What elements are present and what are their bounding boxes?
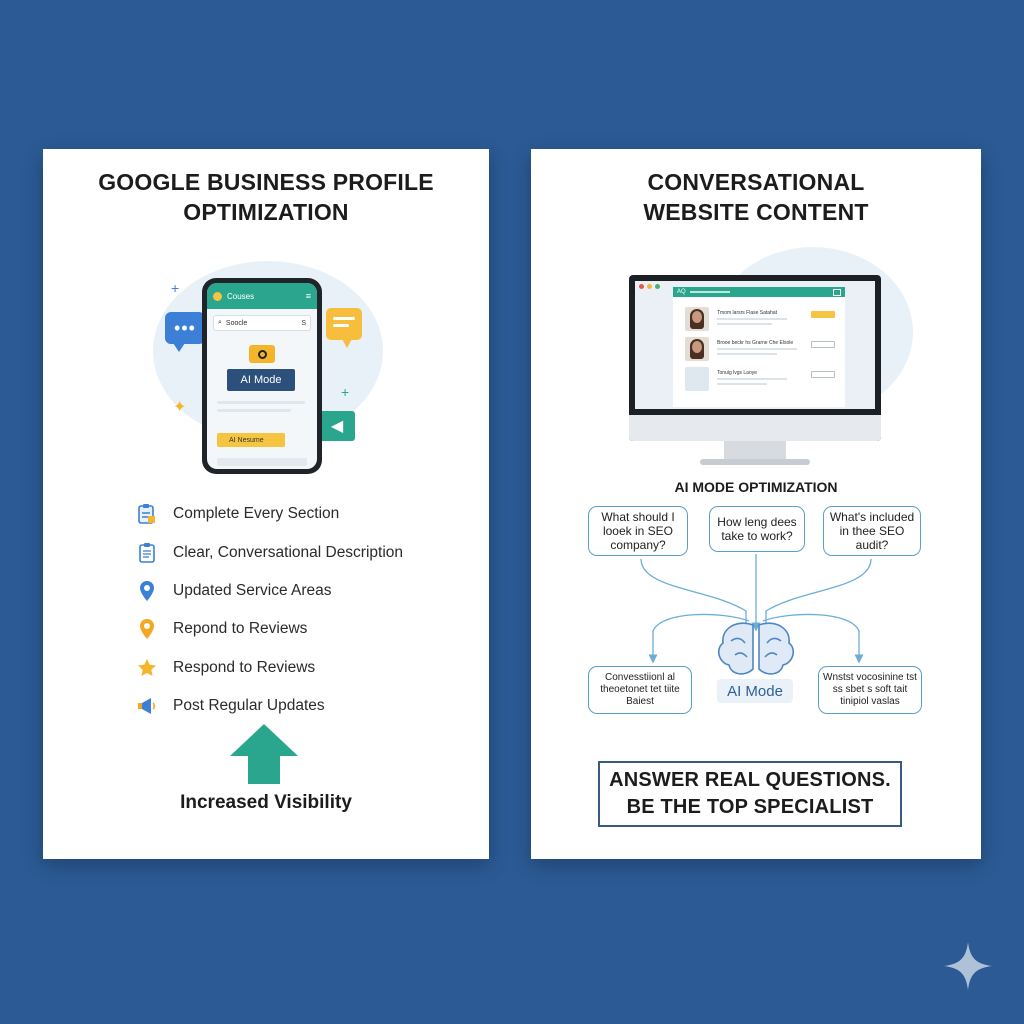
- close-dot-icon: [639, 284, 644, 289]
- maximize-dot-icon: [655, 284, 660, 289]
- monitor-stand: [724, 441, 786, 459]
- person-thumbnail: [685, 337, 709, 361]
- list-item: Updated Service Areas: [136, 572, 403, 610]
- address-placeholder: [689, 291, 730, 293]
- result-action-button[interactable]: [811, 311, 835, 318]
- search-text: Soocle: [225, 319, 248, 327]
- question-bubble: What's included in thee SEO audit?: [823, 506, 921, 556]
- monitor-base: [700, 459, 810, 465]
- search-result-row[interactable]: Tmom larsrs Flase Satahat: [685, 307, 835, 333]
- result-line: [717, 383, 767, 385]
- ai-resume-button[interactable]: AI Nesume: [217, 433, 285, 447]
- map-pin-blue-icon: [136, 580, 158, 602]
- phone-footer-bar: [217, 458, 307, 466]
- search-result-row[interactable]: Brooe beckr hs Grarne Che Elsole: [685, 337, 835, 363]
- chat-bubble-icon: •••: [165, 312, 205, 352]
- monitor-chin: [629, 415, 881, 441]
- list-item-label: Updated Service Areas: [173, 581, 332, 599]
- browser-tab-label: AQ: [677, 289, 686, 295]
- monitor-screen: AQ Tmom larsrs Flase Satahat Brooe beckr…: [635, 281, 875, 409]
- megaphone-card-icon: ◀: [319, 411, 355, 441]
- menu-icon[interactable]: ≡: [305, 291, 311, 301]
- profile-avatar-icon: [249, 345, 275, 363]
- search-result-row[interactable]: Tonuig lvgs Laoye: [685, 367, 835, 393]
- plus-sparkle-icon: +: [341, 384, 350, 400]
- megaphone-icon: [136, 695, 158, 717]
- ai-mode-label: AI Mode: [717, 679, 793, 703]
- person-thumbnail: [685, 307, 709, 331]
- optimization-checklist: Complete Every Section Clear, Conversati…: [136, 495, 403, 725]
- result-line: [717, 353, 777, 355]
- list-item: Respond to Reviews: [136, 649, 403, 687]
- result-line: [717, 378, 787, 380]
- map-pin-orange-icon: [136, 618, 158, 640]
- minimize-dot-icon: [647, 284, 652, 289]
- list-item: Repond to Reviews: [136, 610, 403, 648]
- app-label: Couses: [227, 291, 255, 301]
- sparkle-icon: ✦: [173, 399, 187, 416]
- search-right-glyph: S: [301, 319, 306, 327]
- result-line: [717, 318, 787, 320]
- up-arrow-icon: [230, 724, 298, 784]
- section-title: AI MODE OPTIMIZATION: [674, 479, 838, 495]
- star-icon: [136, 657, 158, 679]
- question-bubble: What should I looek in SEO company?: [588, 506, 688, 556]
- result-label: Increased Visibility: [180, 792, 352, 813]
- card-title: GOOGLE BUSINESS PROFILE OPTIMIZATION: [43, 167, 489, 227]
- flow-connectors: [640, 554, 872, 675]
- list-item-label: Repond to Reviews: [173, 620, 308, 638]
- list-item-label: Clear, Conversational Description: [173, 543, 404, 561]
- result-action-button[interactable]: [811, 341, 835, 348]
- desktop-monitor: AQ Tmom larsrs Flase Satahat Brooe beckr…: [629, 275, 881, 441]
- clipboard-check-icon: [136, 503, 158, 525]
- brain-icon: [717, 622, 795, 675]
- result-title: Brooe beckr hs Grarne Che Elsole: [717, 340, 794, 346]
- result-title: Tonuig lvgs Laoye: [717, 370, 758, 376]
- card-title: CONVERSATIONAL WEBSITE CONTENT: [531, 167, 981, 227]
- list-item: Clear, Conversational Description: [136, 533, 403, 571]
- title-line-1: GOOGLE BUSINESS PROFILE: [98, 169, 434, 195]
- result-line: [717, 348, 797, 350]
- result-line: [717, 323, 772, 325]
- app-header: Couses ≡: [207, 283, 317, 309]
- list-item: Post Regular Updates: [136, 687, 403, 725]
- list-item-label: Complete Every Section: [173, 505, 340, 523]
- output-bubble: Wnstst vocosinine tst ss sbet s soft tai…: [818, 666, 922, 714]
- list-item-label: Respond to Reviews: [173, 658, 316, 676]
- browser-window: AQ Tmom larsrs Flase Satahat Brooe beckr…: [673, 287, 845, 407]
- output-bubble: Convesstiionl al theoetonet tet tiite Ba…: [588, 666, 692, 714]
- window-controls: [639, 284, 660, 289]
- title-line-2: OPTIMIZATION: [183, 199, 349, 225]
- cta-line-1: ANSWER REAL QUESTIONS.: [609, 769, 891, 791]
- phone-screen: Couses ≡ ⌕ Soocle S AI Mode AI Nesume: [207, 283, 317, 469]
- phone-mockup: Couses ≡ ⌕ Soocle S AI Mode AI Nesume: [202, 278, 322, 474]
- app-logo-icon: [213, 291, 222, 301]
- cta-line-2: BE THE TOP SPECIALIST: [626, 796, 874, 818]
- title-line-1: CONVERSATIONAL: [647, 169, 865, 195]
- document-icon: [136, 542, 158, 564]
- gbp-optimization-card: GOOGLE BUSINESS PROFILE OPTIMIZATION + ✦…: [43, 149, 489, 859]
- list-item: Complete Every Section: [136, 495, 403, 533]
- plus-sparkle-icon: +: [171, 280, 180, 296]
- placeholder-line: [217, 409, 291, 412]
- list-item-label: Post Regular Updates: [173, 697, 325, 715]
- browser-header: AQ: [673, 287, 845, 297]
- search-input[interactable]: ⌕ Soocle S: [213, 315, 311, 331]
- window-icon: [833, 288, 841, 296]
- question-bubble: How leng dees take to work?: [709, 506, 805, 552]
- title-line-2: WEBSITE CONTENT: [643, 199, 869, 225]
- document-thumbnail: [685, 367, 709, 391]
- result-title: Tmom larsrs Flase Satahat: [717, 310, 778, 316]
- conversational-content-card: CONVERSATIONAL WEBSITE CONTENT AQ Tmom l…: [531, 149, 981, 859]
- search-icon: ⌕: [218, 319, 222, 326]
- message-bubble-icon: [326, 308, 362, 348]
- placeholder-line: [217, 401, 305, 404]
- sparkle-watermark-icon: [944, 942, 992, 990]
- ai-mode-button[interactable]: AI Mode: [227, 369, 295, 391]
- result-action-button[interactable]: [811, 371, 835, 378]
- cta-box: ANSWER REAL QUESTIONS. BE THE TOP SPECIA…: [598, 761, 902, 827]
